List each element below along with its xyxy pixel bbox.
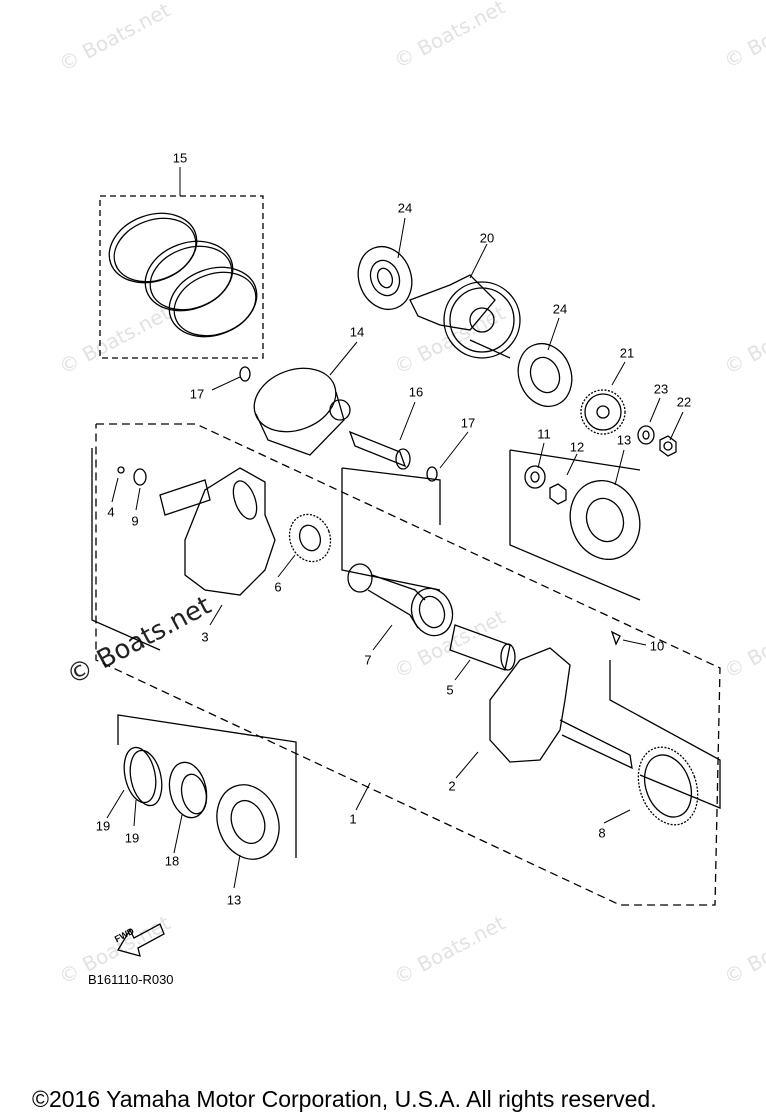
gear-21[interactable] (580, 389, 626, 435)
part-label-1: 1 (349, 811, 357, 827)
seal-ring-19[interactable] (120, 744, 161, 805)
part-label-3: 3 (201, 629, 209, 645)
bearing-24-left[interactable] (350, 239, 421, 317)
balancer-shaft-20[interactable] (409, 274, 521, 359)
part-label-22: 22 (676, 394, 692, 410)
small-part-4[interactable] (117, 466, 125, 474)
part-label-8: 8 (598, 825, 606, 841)
nut-22[interactable] (659, 435, 677, 457)
part-label-14: 14 (349, 324, 365, 340)
diagram-code: B161110-R030 (88, 972, 174, 987)
part-label-15: 15 (172, 150, 188, 166)
part-label-4: 4 (107, 504, 115, 520)
part-label-16: 16 (408, 384, 424, 400)
crank-pin-5[interactable] (449, 624, 516, 671)
oil-seal-18[interactable] (165, 759, 212, 821)
part-label-18: 18 (164, 853, 180, 869)
part-label-5: 5 (446, 682, 454, 698)
part-label-12: 12 (569, 439, 585, 455)
part-label-21: 21 (619, 345, 635, 361)
part-label-7: 7 (364, 652, 372, 668)
bearing-13-lower[interactable] (207, 776, 289, 868)
nut-12[interactable] (549, 483, 567, 505)
part-label-10: 10 (649, 638, 665, 654)
washer-11[interactable] (524, 465, 546, 489)
bearing-24-right[interactable] (510, 336, 581, 414)
part-label-19: 19 (95, 818, 111, 834)
piston-pin-clip-17[interactable] (426, 466, 438, 482)
part-label-24: 24 (397, 200, 413, 216)
needle-bearing-6[interactable] (283, 509, 337, 568)
part-label-19: 19 (124, 830, 140, 846)
crankshaft-half-2[interactable] (489, 647, 633, 770)
copyright-notice: ©2016 Yamaha Motor Corporation, U.S.A. A… (32, 1086, 657, 1112)
bearing-13[interactable] (559, 471, 650, 569)
part-label-2: 2 (448, 778, 456, 794)
part-label-17: 17 (460, 415, 476, 431)
gear-8[interactable] (628, 739, 708, 833)
piston-pin-clip-17[interactable] (239, 366, 251, 382)
part-label-13: 13 (226, 892, 242, 908)
piston-pin-16[interactable] (348, 430, 411, 470)
piston-14[interactable] (245, 357, 351, 456)
washer-23[interactable] (637, 425, 655, 445)
part-label-20: 20 (479, 230, 495, 246)
connecting-rod-7[interactable] (347, 563, 459, 641)
part-label-13: 13 (616, 432, 632, 448)
piston-ring-set[interactable] (99, 195, 266, 359)
fwd-arrow-icon (117, 923, 165, 957)
oil-seal-9[interactable] (133, 468, 147, 486)
part-label-9: 9 (131, 513, 139, 529)
key-10[interactable] (610, 630, 621, 646)
part-label-6: 6 (274, 579, 282, 595)
crankshaft-half-3[interactable] (159, 467, 276, 596)
part-label-11: 11 (537, 426, 551, 442)
part-label-17: 17 (189, 386, 205, 402)
part-label-24: 24 (552, 301, 568, 317)
seal-ring-19[interactable] (126, 747, 167, 808)
part-label-23: 23 (653, 381, 669, 397)
